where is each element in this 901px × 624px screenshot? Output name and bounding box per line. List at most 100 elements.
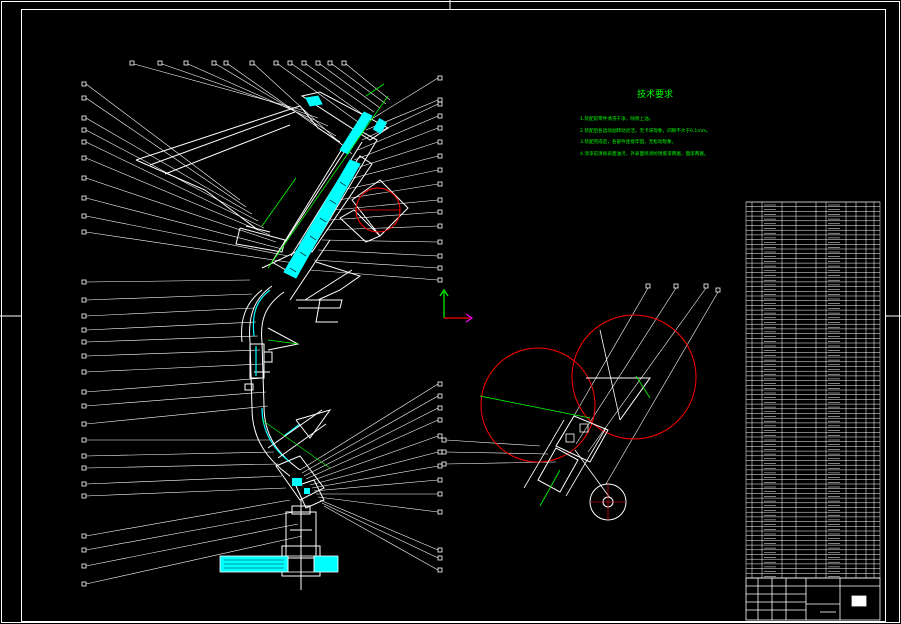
requirement-line-2: 2.装配后各运动副转动灵活，无卡滞现象，间隙不大于0.1mm。 xyxy=(580,127,711,134)
balloon xyxy=(273,60,279,66)
leader-line xyxy=(85,499,291,537)
balloon xyxy=(211,60,217,66)
balloon xyxy=(437,181,443,187)
leader-line xyxy=(587,287,707,453)
leader-line xyxy=(85,335,259,343)
balloon xyxy=(441,437,447,443)
parts-list-table xyxy=(745,201,881,579)
balloon xyxy=(315,60,321,66)
leader-line xyxy=(291,63,369,119)
balloon xyxy=(437,253,443,259)
leader-line xyxy=(85,197,283,250)
requirements-title: 技术要求 xyxy=(637,88,673,100)
leader-line xyxy=(85,511,295,551)
leader-line xyxy=(85,349,261,357)
lower-wrist xyxy=(261,409,332,509)
base-plate xyxy=(219,555,339,573)
balloon xyxy=(81,421,87,427)
balloon xyxy=(673,283,679,289)
leader-line xyxy=(85,157,271,236)
leader-line xyxy=(317,249,439,257)
leader-line xyxy=(85,293,253,301)
leader-line xyxy=(161,63,319,119)
balloon xyxy=(437,153,443,159)
leader-line xyxy=(575,287,677,445)
balloon xyxy=(129,60,135,66)
base-pedestal xyxy=(281,500,321,590)
leader-line xyxy=(313,259,439,269)
drive-motor xyxy=(339,179,409,243)
leader-line xyxy=(85,451,275,457)
leader-line xyxy=(309,451,439,486)
balloon xyxy=(437,405,443,411)
leader-line xyxy=(321,502,439,559)
leader-line xyxy=(357,115,439,151)
balloon xyxy=(437,75,443,81)
balloon xyxy=(81,369,87,375)
leader-line xyxy=(345,155,439,181)
balloon xyxy=(341,60,347,66)
balloon xyxy=(81,127,87,133)
balloon xyxy=(437,239,443,245)
balloon xyxy=(81,547,87,553)
balloon xyxy=(437,555,443,561)
balloon xyxy=(437,113,443,119)
side-view xyxy=(479,314,697,521)
balloon xyxy=(81,453,87,459)
balloon xyxy=(437,139,443,145)
leader-line xyxy=(319,63,381,109)
balloon xyxy=(715,287,721,293)
balloon xyxy=(437,547,443,553)
leader-line xyxy=(311,465,439,489)
balloon xyxy=(81,389,87,395)
leader-line xyxy=(85,321,257,331)
balloon xyxy=(441,449,447,455)
balloon xyxy=(437,449,443,455)
balloon xyxy=(437,567,443,573)
balloon xyxy=(437,101,443,107)
balloon xyxy=(437,433,443,439)
requirement-line-3: 3.装配完成后，各部件连接牢固，无松动现象。 xyxy=(580,138,676,145)
technical-requirements: 技术要求 1.装配前零件清洗干净，除锈上油。 2.装配后各运动副转动灵活，无卡滞… xyxy=(580,88,711,157)
leader-line xyxy=(85,279,251,283)
leader-line xyxy=(605,291,719,485)
balloon xyxy=(81,481,87,487)
neck-highlights xyxy=(252,289,301,463)
leader-line xyxy=(325,225,439,231)
balloon xyxy=(437,97,443,103)
leader-line xyxy=(321,239,439,243)
balloon xyxy=(81,533,87,539)
balloon xyxy=(437,197,443,203)
balloon xyxy=(81,403,87,409)
leader-line xyxy=(85,97,247,208)
title-block xyxy=(745,577,881,621)
leader-line xyxy=(445,451,549,455)
balloon xyxy=(81,155,87,161)
leader-line xyxy=(309,269,439,281)
balloon xyxy=(81,95,87,101)
balloon xyxy=(441,461,447,467)
balloon xyxy=(81,115,87,121)
balloon xyxy=(437,491,443,497)
leader-line xyxy=(305,419,439,480)
hopper xyxy=(135,105,341,253)
balloon xyxy=(81,81,87,87)
leader-line xyxy=(323,505,439,571)
balloon xyxy=(81,195,87,201)
leader-line xyxy=(85,307,255,317)
requirement-line-1: 1.装配前零件清洗干净，除锈上油。 xyxy=(580,115,653,122)
leader-line xyxy=(85,83,241,201)
balloon xyxy=(81,139,87,145)
leader-line xyxy=(445,439,541,447)
balloon xyxy=(81,297,87,303)
balloon xyxy=(81,279,87,285)
leader-line xyxy=(85,535,303,585)
balloon xyxy=(437,209,443,215)
leader-line xyxy=(85,363,263,373)
leader-line xyxy=(299,383,439,471)
balloon xyxy=(81,437,87,443)
balloon xyxy=(81,581,87,587)
balloon xyxy=(437,125,443,131)
balloon xyxy=(437,463,443,469)
